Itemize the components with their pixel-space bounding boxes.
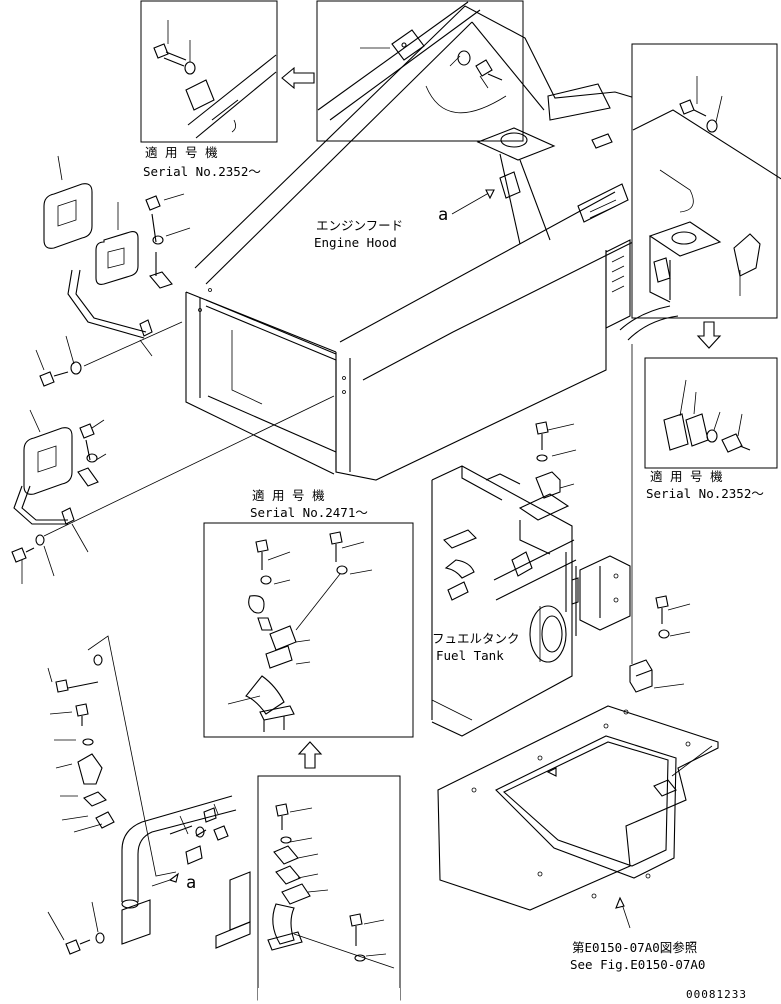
arrow-left-icon [281,66,315,90]
handrail-assembly [47,635,251,955]
arrow-down-icon [696,321,722,349]
detail-box-right-lower [644,357,778,469]
serial-label-center: 適 用 号 機 [252,488,325,503]
ref-a-lower: a [186,873,196,893]
serial-no-right: Serial No.2352～ [646,486,764,501]
serial-no-top: Serial No.2352～ [143,164,261,179]
detail-box-center [203,522,414,738]
detail-box-right-upper [619,43,781,341]
fuel-tank-jp: フュエルタンク [432,631,520,646]
arrow-up-icon [297,741,323,769]
engine-hood [185,5,724,481]
serial-no-center: Serial No.2471～ [250,505,368,520]
mirror-assembly-lower [11,395,335,584]
detail-box-bottom-center [257,775,401,1002]
fuel-tank [431,421,631,737]
engine-hood-jp: エンジンフード [316,218,403,233]
hood-bracket-upper [451,127,556,245]
engine-hood-en: Engine Hood [314,235,397,250]
detail-box-top-left [140,0,278,143]
serial-label-top: 適 用 号 機 [145,145,218,160]
drawing-number: 00081233 [686,988,747,1001]
see-fig-en: See Fig.E0150-07A0 [570,957,705,972]
detail-box-top-center [316,0,524,142]
ref-a-upper: a [438,205,448,225]
floor-plate-assembly [437,595,719,929]
mirror-assembly-upper [35,155,191,387]
serial-label-right: 適 用 号 機 [650,469,723,484]
see-fig-jp: 第E0150-07A0図参照 [572,940,697,955]
fuel-tank-en: Fuel Tank [436,648,504,663]
